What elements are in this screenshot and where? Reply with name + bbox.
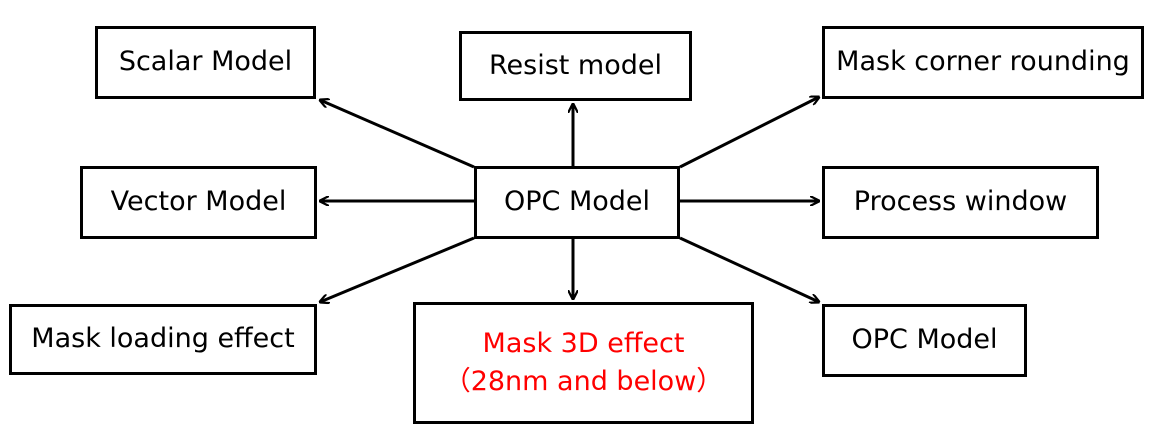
mask-corner-rounding-box: Mask corner rounding [822, 26, 1144, 99]
scalar-model-label: Scalar Model [118, 46, 293, 78]
mask-3d-effect-box: Mask 3D effect （28nm and below） [413, 302, 754, 424]
mask-loading-effect-box: Mask loading effect [9, 304, 317, 375]
opc-model-center-box: OPC Model [474, 166, 680, 239]
arrow-to-scalar-model [320, 100, 475, 169]
opc-model-center-label: OPC Model [503, 186, 651, 218]
opc-model-box: OPC Model [822, 304, 1027, 377]
arrow-to-opc-model [679, 236, 819, 302]
scalar-model-box: Scalar Model [95, 26, 316, 99]
arrow-to-mask-corner-rounding [679, 97, 819, 169]
mask-3d-effect-note: （28nm and below） [443, 366, 724, 397]
resist-model-label: Resist model [488, 49, 663, 81]
arrow-to-mask-loading-effect [320, 236, 475, 302]
vector-model-box: Vector Model [80, 166, 317, 239]
mask-loading-effect-label: Mask loading effect [31, 323, 295, 355]
mask-corner-rounding-label: Mask corner rounding [836, 46, 1130, 78]
process-window-label: Process window [853, 186, 1068, 218]
opc-model-label: OPC Model [851, 324, 998, 356]
vector-model-label: Vector Model [110, 186, 287, 218]
process-window-box: Process window [822, 166, 1099, 239]
mask-3d-effect-title: Mask 3D effect [482, 327, 685, 359]
resist-model-box: Resist model [459, 31, 692, 101]
